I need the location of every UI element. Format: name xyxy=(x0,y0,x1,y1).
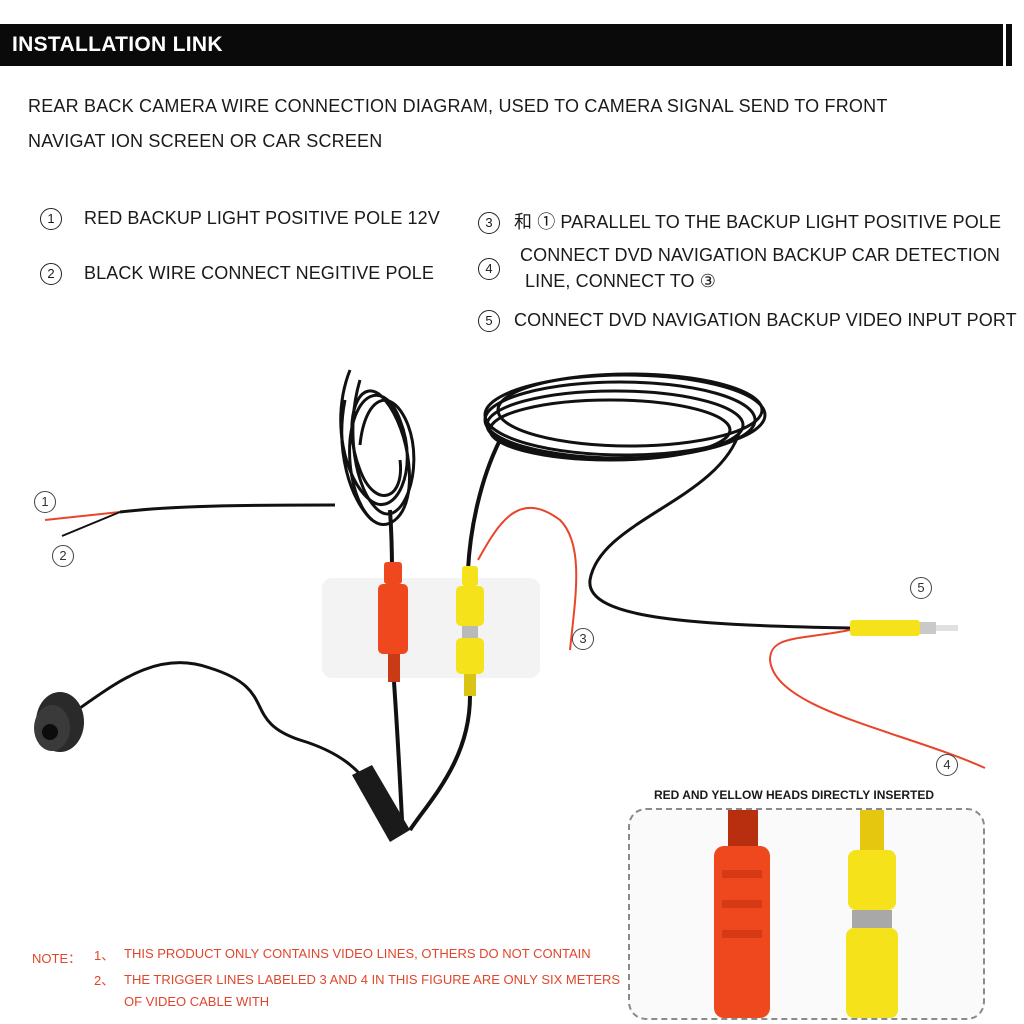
legend-number-1: 1 xyxy=(40,208,62,231)
intro-line-1: REAR BACK CAMERA WIRE CONNECTION DIAGRAM… xyxy=(28,96,888,116)
legend-text-4-line-1: CONNECT DVD NAVIGATION BACKUP CAR DETECT… xyxy=(520,245,1001,265)
header-bar: INSTALLATION LINK xyxy=(0,24,1003,66)
cable-yellow-down xyxy=(408,695,472,832)
inset-yellow-connector xyxy=(846,810,898,1018)
wire-black-to-2 xyxy=(119,503,336,514)
camera-splitter xyxy=(352,765,410,842)
camera-body xyxy=(34,692,84,752)
cable-to-red-connector xyxy=(388,509,394,571)
diagram-label-3: 3 xyxy=(572,627,594,650)
legend-number-2: 2 xyxy=(40,263,62,286)
cable-to-video-plug xyxy=(588,429,851,630)
intro-line-2: NAVIGAT ION SCREEN OR CAR SCREEN xyxy=(28,131,383,151)
product-backdrop xyxy=(322,578,540,678)
inset-connectors xyxy=(628,808,985,1020)
inset-connector-illustration xyxy=(714,810,898,1018)
legend-number-3: 3 xyxy=(478,212,500,235)
yellow-rca-connector xyxy=(456,566,484,696)
diagram-label-1: 1 xyxy=(34,490,56,513)
legend-text-2: BLACK WIRE CONNECT NEGITIVE POLE xyxy=(84,263,434,283)
diagram-label-5: 5 xyxy=(910,576,932,599)
legend-text-5: CONNECT DVD NAVIGATION BACKUP VIDEO INPU… xyxy=(514,310,1017,330)
note-item-1-number: 1、 xyxy=(94,948,115,963)
header-edge xyxy=(1006,24,1012,66)
wire-red-to-1 xyxy=(44,511,121,521)
diagram-label-2: 2 xyxy=(52,544,74,567)
legend-item-1: 1 RED BACKUP LIGHT POSITIVE POLE 12V xyxy=(40,208,440,231)
cable-coil-right xyxy=(483,372,767,462)
cable-red-down xyxy=(392,681,404,821)
inset-caption: RED AND YELLOW HEADS DIRECTLY INSERTED xyxy=(654,788,935,802)
note-item-1: THIS PRODUCT ONLY CONTAINS VIDEO LINES, … xyxy=(124,946,591,961)
legend-item-4: 4 xyxy=(478,258,512,281)
red-rca-connector xyxy=(378,562,408,682)
note-item-2-number: 2、 xyxy=(94,973,115,988)
wire-red-trigger-4 xyxy=(768,629,986,769)
cable-to-yellow-connector xyxy=(466,439,502,571)
legend-item-5: 5 CONNECT DVD NAVIGATION BACKUP VIDEO INP… xyxy=(478,310,1017,333)
note-prefix: NOTE： xyxy=(32,951,82,966)
diagram-label-4: 4 xyxy=(936,753,958,776)
legend-text-4-line-2: LINE, CONNECT TO ③ xyxy=(525,271,716,291)
camera-cable xyxy=(79,661,374,791)
cable-coil-left xyxy=(339,369,416,526)
inset-red-connector xyxy=(714,810,770,1018)
header-title: INSTALLATION LINK xyxy=(12,33,223,56)
note-item-2-line-2: OF VIDEO CABLE WITH xyxy=(124,994,270,1009)
legend-number-5: 5 xyxy=(478,310,500,333)
legend-text-3: 和 ① PARALLEL TO THE BACKUP LIGHT POSITIV… xyxy=(514,212,1002,232)
legend-text-1: RED BACKUP LIGHT POSITIVE POLE 12V xyxy=(84,208,440,228)
legend-item-3: 3 和 ① PARALLEL TO THE BACKUP LIGHT POSITI… xyxy=(478,208,1002,235)
wire-red-trigger-3 xyxy=(477,506,578,651)
note-item-2-line-1: THE TRIGGER LINES LABELED 3 AND 4 IN THI… xyxy=(124,972,621,987)
legend-item-2: 2 BLACK WIRE CONNECT NEGITIVE POLE xyxy=(40,263,434,286)
wire-black-to-2-tip xyxy=(61,511,121,537)
video-rca-plug xyxy=(850,620,958,636)
legend-number-4: 4 xyxy=(478,258,500,281)
